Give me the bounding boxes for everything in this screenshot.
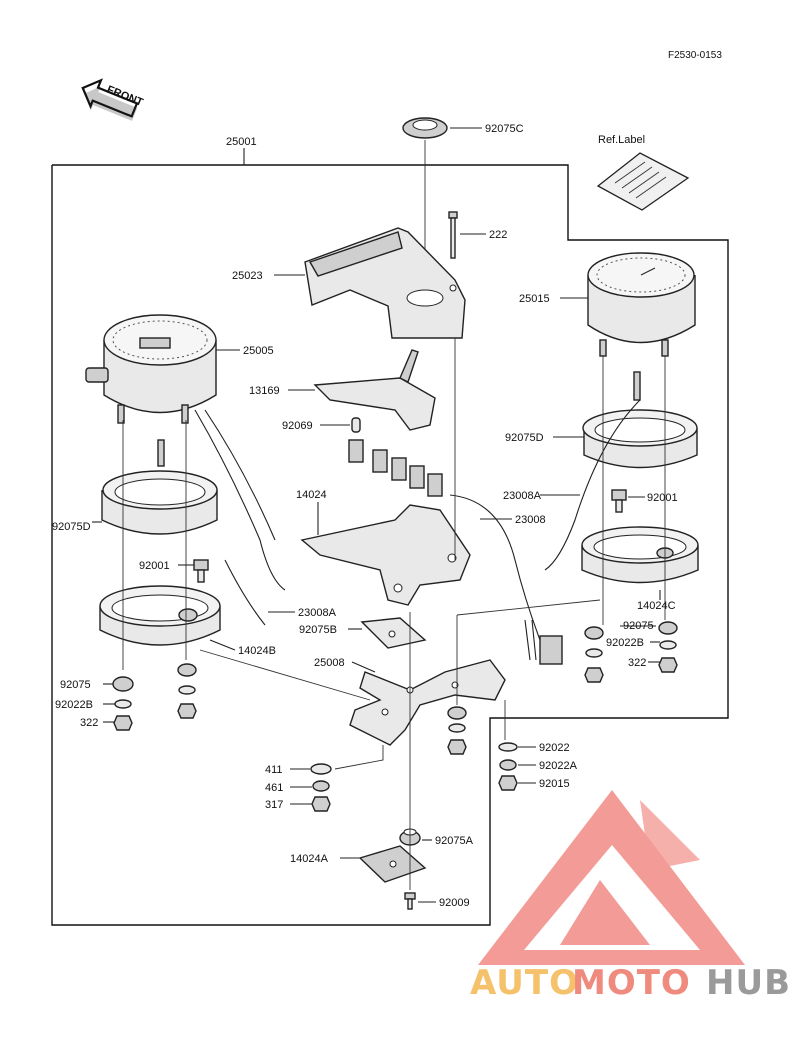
label-92022A: 92022A [539, 760, 578, 772]
label-411: 411 [265, 764, 283, 776]
label-92001-left: 92001 [139, 560, 170, 572]
wire-23008A-right [544, 399, 641, 571]
label-461: 461 [265, 782, 283, 794]
hardware-left [112, 663, 197, 731]
label-92022B-left: 92022B [55, 699, 93, 711]
bracket-25008 [349, 659, 506, 746]
cup-14024B [99, 585, 221, 646]
label-92009: 92009 [439, 897, 470, 909]
hardware-lower-right [498, 742, 518, 791]
bracket-14024 [300, 504, 471, 606]
cup-92075D-left [101, 439, 218, 535]
label-322-right: 322 [628, 657, 646, 669]
label-25008: 25008 [314, 657, 345, 669]
svg-text:HUB: HUB [706, 963, 791, 1003]
label-14024B: 14024B [238, 645, 276, 657]
label-25001: 25001 [226, 136, 257, 148]
svg-text:MOTO: MOTO [572, 963, 691, 1003]
screw-92009 [404, 892, 416, 910]
connector-23008 [524, 619, 563, 665]
automotohub-logo [478, 790, 745, 965]
label-92075C: 92075C [485, 123, 524, 135]
hardware-411-461-317 [310, 763, 332, 812]
automotohub-wordmark: AUTO MOTO HUB [470, 963, 791, 1003]
front-arrow-icon [81, 78, 139, 121]
hardware-center [447, 706, 467, 755]
label-92001-right: 92001 [647, 492, 678, 504]
label-14024: 14024 [296, 489, 327, 501]
label-25005: 25005 [243, 345, 274, 357]
bracket-13169 [313, 349, 436, 431]
svg-text:AUTO: AUTO [470, 963, 579, 1003]
label-92075-right: 92075 [623, 620, 654, 632]
label-92075B: 92075B [299, 624, 337, 636]
label-25023: 25023 [232, 270, 263, 282]
label-92022: 92022 [539, 742, 570, 754]
label-23008A-right: 23008A [503, 490, 542, 502]
label-13169: 13169 [249, 385, 280, 397]
cup-14024C [581, 526, 699, 584]
hardware-right [584, 621, 678, 683]
label-23008: 23008 [515, 514, 546, 526]
assembly-frame [51, 164, 729, 926]
plate-14024A [358, 845, 427, 883]
label-317: 317 [265, 799, 283, 811]
label-92075D-right: 92075D [505, 432, 544, 444]
wire-23008A-left [194, 409, 286, 591]
grommet-92075C [402, 117, 448, 139]
label-23008A-left: 23008A [298, 607, 337, 619]
label-92015: 92015 [539, 778, 570, 790]
ref-label-title: Ref.Label [598, 134, 645, 146]
gauge-25005 [85, 314, 217, 424]
label-14024C: 14024C [637, 600, 676, 612]
diagram-code: F2530-0153 [668, 50, 722, 61]
bolt-92001-left [193, 559, 209, 571]
label-25015: 25015 [519, 293, 550, 305]
label-92075-left: 92075 [60, 679, 91, 691]
bulbs-92069 [348, 417, 443, 497]
bolt-92001-right [611, 489, 627, 501]
ref-label-sticker [596, 152, 690, 211]
housing-25023 [304, 227, 466, 339]
label-92075D-left: 92075D [52, 521, 91, 533]
bolt-222 [448, 211, 458, 259]
label-92075A: 92075A [435, 835, 474, 847]
label-92069: 92069 [282, 420, 313, 432]
label-92022B-right: 92022B [606, 637, 644, 649]
wire-23008 [449, 494, 541, 641]
label-322-left-text: 322 [80, 717, 98, 729]
gauge-25015 [587, 252, 696, 357]
cup-92075D-right [582, 371, 698, 469]
label-14024A: 14024A [290, 853, 329, 865]
label-222: 222 [489, 229, 507, 241]
plate-92075B [360, 617, 427, 649]
